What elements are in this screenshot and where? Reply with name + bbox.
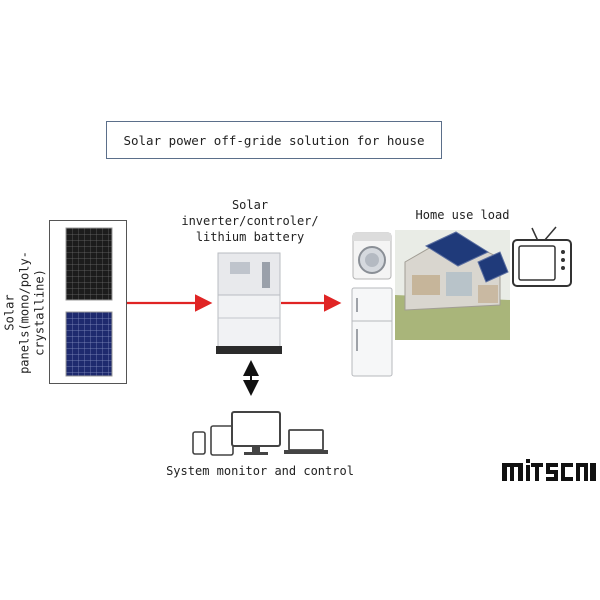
poly-solar-panel-icon	[65, 311, 113, 377]
monitor-label: System monitor and control	[166, 464, 354, 478]
inverter-label-line1: Solar	[231, 198, 269, 212]
refrigerator-icon	[351, 287, 393, 377]
inverter-battery-icon	[216, 252, 282, 354]
laptop-icon	[284, 429, 328, 454]
phone-icon	[192, 431, 206, 455]
mitson-logo	[502, 459, 596, 481]
mono-solar-panel-icon	[65, 227, 113, 301]
inverter-label-line3: lithium battery	[195, 230, 305, 244]
washing-machine-icon	[352, 232, 392, 280]
tv-icon	[512, 226, 572, 287]
tablet-icon	[210, 425, 234, 456]
inverter-label-line2: inverter/controler/	[181, 214, 319, 228]
diagram-title: Solar power off-gride solution for house	[106, 121, 442, 159]
house-icon	[395, 230, 510, 340]
desktop-monitor-icon	[231, 411, 281, 455]
home-load-label: Home use load	[415, 208, 510, 222]
